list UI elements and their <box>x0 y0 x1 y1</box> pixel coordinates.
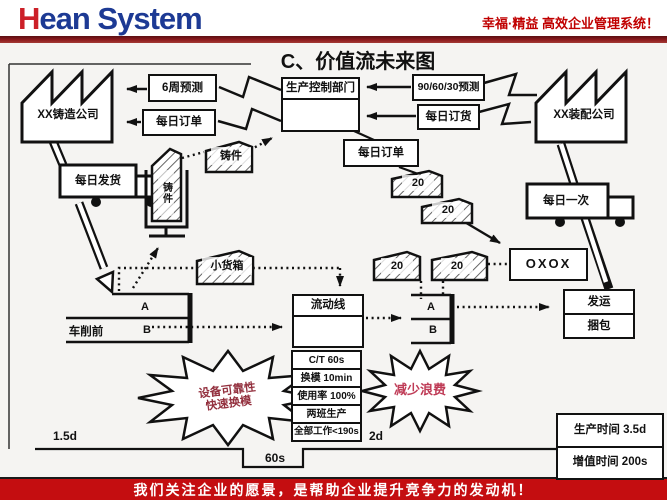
process-data-box: C/T 60s 换模 10min 使用率 100% 两班生产 全部工作<190s <box>291 350 362 442</box>
batch4-card-label: 20 <box>441 258 473 274</box>
info-zigzags <box>217 72 537 131</box>
production-time: 生产时间 3.5d <box>558 415 662 448</box>
lane-a-left: A <box>141 300 149 313</box>
kanban-dotted-arrows <box>131 136 550 331</box>
data-row-utilization: 使用率 100% <box>293 388 360 406</box>
data-row-total-work: 全部工作<190s <box>294 425 359 437</box>
shipping-label: 发运 <box>565 291 633 315</box>
left-factory-icon <box>20 68 114 144</box>
value-added-time: 增值时间 200s <box>572 456 648 469</box>
right-truck-label: 每日一次 <box>543 194 589 207</box>
hean-system-logo: Hean System <box>18 1 203 37</box>
lane-b-right: B <box>429 323 437 336</box>
page-title: C、价值流未来图 <box>280 51 436 73</box>
left-truck-label: 每日发货 <box>75 174 121 187</box>
header-slogan: 幸福·精益 高效企业管理系统！ <box>482 16 659 31</box>
header-divider <box>0 36 667 43</box>
box-daily-order-center: 每日订单 <box>343 139 419 167</box>
kaizen-right-label: 减少浪费 <box>393 381 446 397</box>
kaizen-burst-right <box>357 348 483 434</box>
flow-line-label: 流动线 <box>294 296 362 317</box>
kaizen-burst-left <box>137 348 319 448</box>
batch1-card-label: 20 <box>402 175 434 191</box>
supermarket-right <box>411 293 455 345</box>
box-shipping-packing: 发运 捆包 <box>563 289 635 339</box>
box-daily-purchase: 每日订货 <box>417 104 480 130</box>
box-production-control: 生产控制部门 <box>281 77 360 132</box>
logo-rest: ean System <box>39 1 202 36</box>
kanban-dotted-lines <box>117 150 507 299</box>
order-arrows <box>126 83 501 245</box>
kanban-post-card-label: 铸件 <box>158 170 174 216</box>
batch3-card-label: 20 <box>381 258 413 274</box>
box-heijunka-oxox: OXOX <box>509 248 588 281</box>
lead-time-box: 生产时间 3.5d 增值时间 200s <box>556 413 664 480</box>
footer-banner: 我们关注企业的愿景，是帮助企业提升竞争力的发动机！ <box>0 477 667 500</box>
left-factory-label: XX铸造公司 <box>37 108 99 121</box>
lane-b-left: B <box>143 323 151 336</box>
box-forecast-90-60-30: 90/60/30预测 <box>412 74 485 101</box>
box-daily-order-left: 每日订单 <box>142 109 216 136</box>
timeline-label-3: 2d <box>368 429 383 444</box>
packing-label: 捆包 <box>587 319 611 332</box>
data-row-changeover: 换模 10min <box>293 370 360 388</box>
right-factory-icon <box>534 68 628 144</box>
smallbox-card-label: 小货箱 <box>202 257 252 275</box>
shipment-arrow-left <box>45 132 115 295</box>
supermarket-left <box>66 292 193 344</box>
production-control-label: 生产控制部门 <box>283 79 358 100</box>
production-control-empty <box>283 100 358 130</box>
data-row-ct: C/T 60s <box>293 352 360 370</box>
timeline-label-1: 1.5d <box>52 429 77 444</box>
batch2-card-label: 20 <box>432 202 464 218</box>
timeline-label-2: 60s <box>264 450 286 465</box>
pre-lathe-label: 车削前 <box>68 325 104 338</box>
logo-letter-h: H <box>18 1 40 36</box>
shipment-arrow-right <box>556 142 614 291</box>
casting-card-label: 铸件 <box>211 147 251 165</box>
frame-border <box>8 63 251 449</box>
box-flow-line: 流动线 <box>292 294 364 348</box>
right-truck-icon <box>525 182 635 227</box>
right-factory-label: XX装配公司 <box>553 108 615 121</box>
box-forecast-6w: 6周预测 <box>148 74 217 102</box>
flow-line-empty <box>294 317 362 346</box>
data-row-shifts: 两班生产 <box>293 406 360 424</box>
timeline <box>35 447 556 469</box>
lane-a-right: A <box>427 300 435 313</box>
footer-banner-text: 我们关注企业的愿景，是帮助企业提升竞争力的发动机！ <box>133 483 534 499</box>
